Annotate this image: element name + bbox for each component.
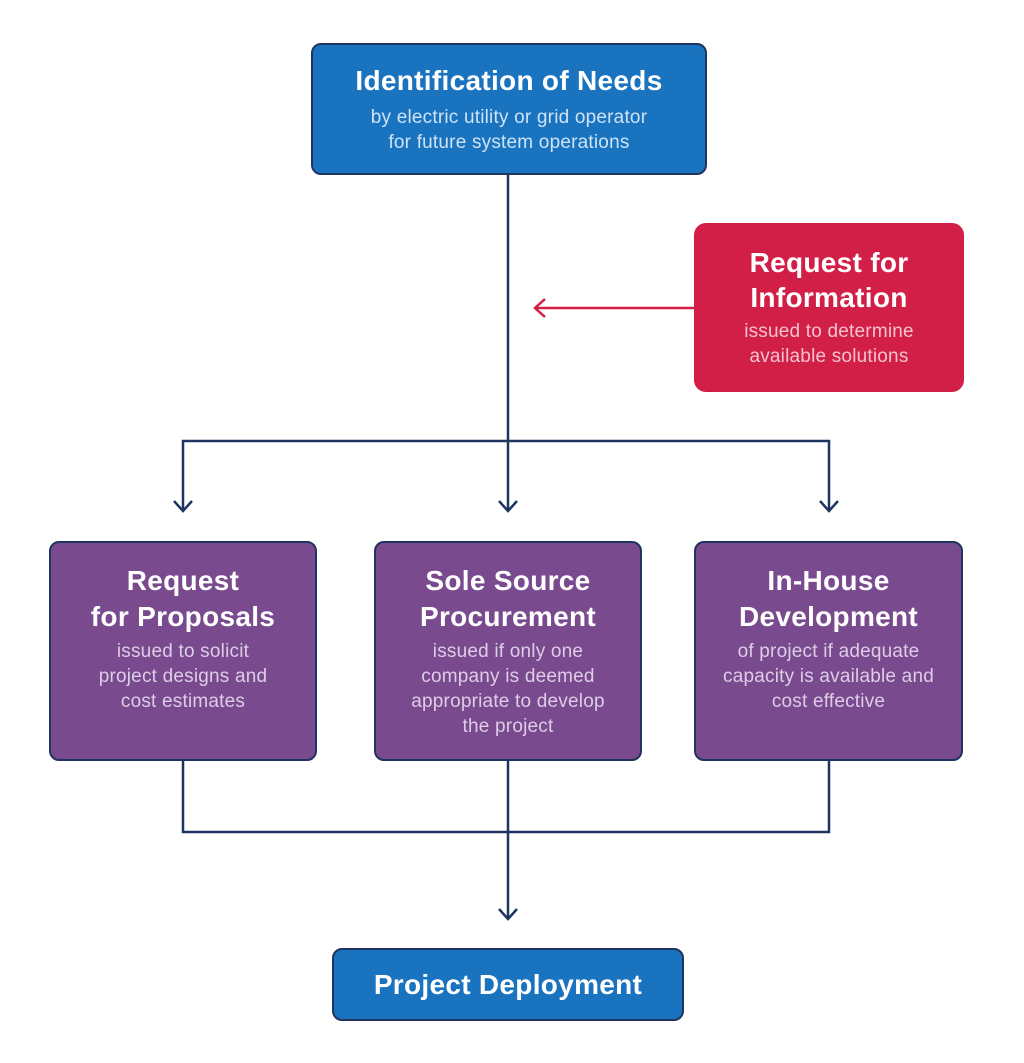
rfp-subtitle: issued to solicit project designs and co… — [98, 641, 268, 712]
arrowhead-deploy — [498, 908, 518, 921]
identification-of-needs-box: Identification of Needs by electric util… — [311, 43, 707, 175]
rfi-title: Request for Information — [749, 247, 909, 313]
arrowhead-inhouse — [819, 500, 839, 513]
arrowhead-sole — [498, 500, 518, 513]
rfi-subtitle: issued to determine available solutions — [744, 321, 914, 367]
split-line — [181, 439, 831, 510]
merge-line — [181, 761, 831, 834]
sole-source-subtitle: issued if only one company is deemed app… — [411, 641, 605, 737]
deployment-title: Project Deployment — [373, 968, 643, 1000]
request-for-information-box: Request for Information issued to determ… — [694, 223, 964, 392]
request-for-proposals-box: Request for Proposals issued to solicit … — [49, 541, 317, 761]
rfi-arrowhead — [533, 298, 546, 318]
arrowhead-rfp — [173, 500, 193, 513]
sole-source-procurement-box: Sole Source Procurement issued if only o… — [374, 541, 642, 761]
needs-title: Identification of Needs — [355, 65, 663, 96]
in-house-development-box: In-House Development of project if adequ… — [694, 541, 963, 761]
rfp-title: Request for Proposals — [90, 565, 276, 632]
needs-subtitle: by electric utility or grid operator for… — [370, 107, 648, 153]
in-house-subtitle: of project if adequate capacity is avail… — [723, 641, 934, 712]
in-house-title: In-House Development — [738, 565, 919, 632]
project-deployment-box: Project Deployment — [332, 948, 684, 1021]
sole-source-title: Sole Source Procurement — [419, 565, 597, 632]
